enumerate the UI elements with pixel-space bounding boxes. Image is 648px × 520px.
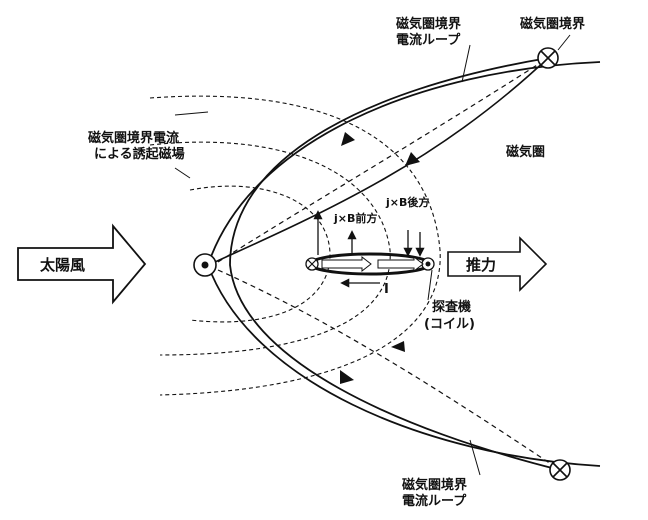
leader-boundary-top-right xyxy=(557,34,571,51)
current-into-page-top xyxy=(537,47,559,69)
coil-arrow-left xyxy=(321,255,372,273)
coil-dot-right xyxy=(421,257,435,271)
leader-induced-field-2 xyxy=(174,167,191,179)
arrow-lower-left xyxy=(340,370,354,384)
leader-induced-field xyxy=(174,111,209,116)
label-boundary-loop-bottom-2: 電流ループ xyxy=(402,493,467,509)
induced-field-line-3 xyxy=(189,185,331,323)
direction-arrows xyxy=(340,132,420,384)
label-thrust: 推力 xyxy=(466,256,496,274)
induced-field-lines xyxy=(149,95,441,396)
thrust-arrow xyxy=(447,236,548,292)
label-boundary-loop-top-1: 磁気圏境界 xyxy=(396,16,461,32)
label-force-front: j×B前方 xyxy=(333,211,377,225)
upper-current-arc xyxy=(214,57,549,263)
label-probe-1: 探査機 xyxy=(432,299,471,315)
coil-cross-left xyxy=(305,257,319,271)
leader-loop-top xyxy=(461,44,471,83)
label-magnetosphere: 磁気圏 xyxy=(506,144,545,160)
label-current-I: I xyxy=(384,282,389,297)
induced-field-line-2 xyxy=(149,141,391,356)
inner-magnetopause xyxy=(229,57,561,471)
probe-coil xyxy=(305,252,435,276)
leader-lines xyxy=(174,34,571,476)
upper-dashed-current xyxy=(217,57,549,263)
boundary-current-lines xyxy=(217,57,561,471)
label-solar-wind: 太陽風 xyxy=(40,256,85,274)
arrow-upper-left xyxy=(341,132,355,146)
force-arrows xyxy=(313,210,425,257)
leader-probe xyxy=(427,269,433,301)
label-boundary-loop-top-2: 電流ループ xyxy=(396,32,461,48)
label-probe-2: (コイル) xyxy=(424,317,475,332)
leader-loop-bottom xyxy=(469,439,481,476)
coil-arrow-right xyxy=(377,255,424,273)
label-induced-field-1: 磁気圏境界電流 xyxy=(88,130,179,146)
label-boundary-loop-bottom-1: 磁気圏境界 xyxy=(402,477,467,493)
label-boundary-top-right: 磁気圏境界 xyxy=(520,16,585,32)
solar-wind-arrow xyxy=(17,223,147,305)
label-force-rear: j×B後方 xyxy=(385,195,429,209)
arrow-lower-middle xyxy=(391,341,405,352)
current-into-page-bottom xyxy=(549,459,571,481)
lower-dashed-current xyxy=(217,269,561,471)
current-out-of-page-nose xyxy=(193,253,217,277)
arrow-upper-right xyxy=(405,152,420,166)
induced-field-line-1 xyxy=(149,95,441,396)
label-induced-field-2: による誘起磁場 xyxy=(94,146,185,162)
